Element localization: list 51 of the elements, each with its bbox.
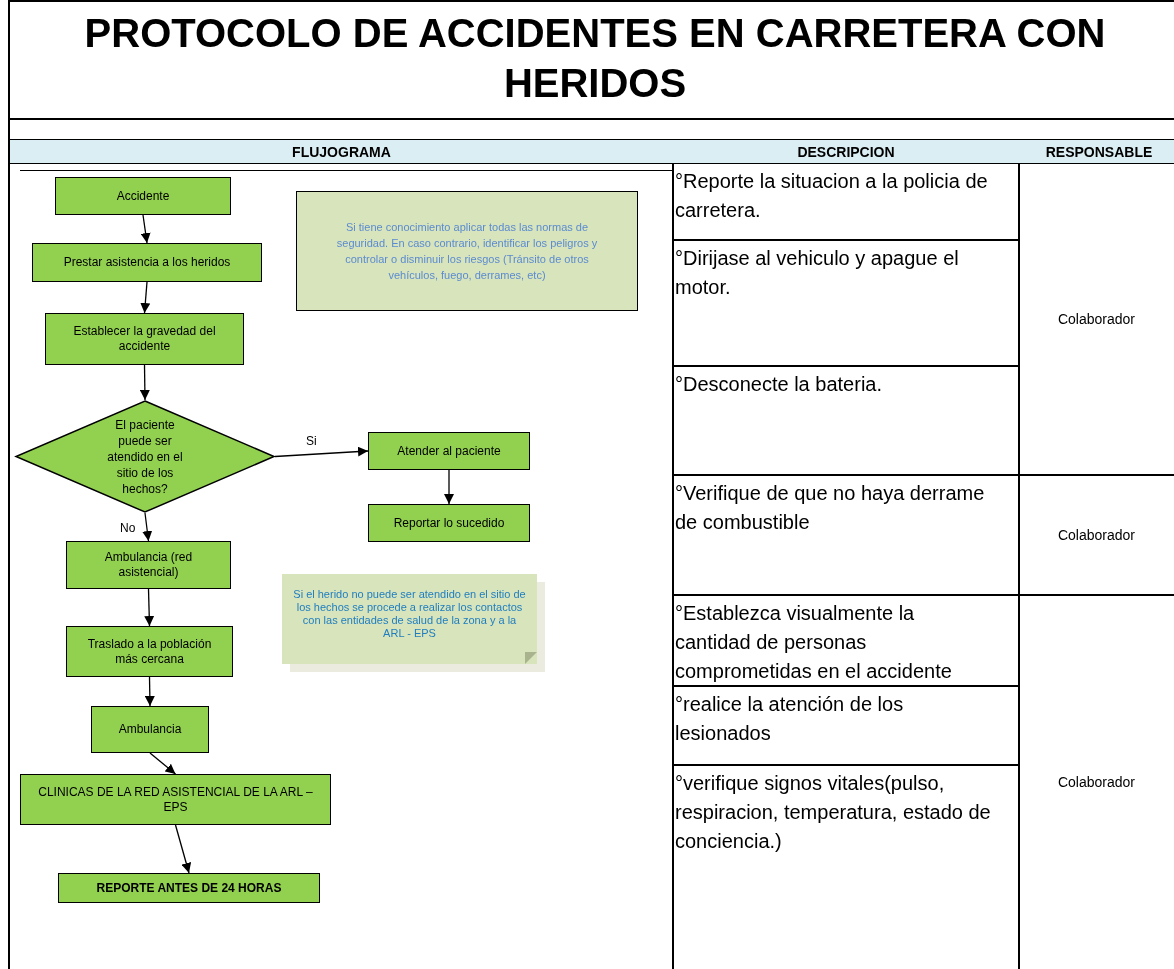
node-text: Si el herido no puede ser atendido en el sitio de los hechos se procede a realizar los contactos con las entidades de salud de la zona y a la ARL - EPS [292,588,527,640]
process-box [45,313,244,365]
node-text: Ambulancia (red asistencial) [103,550,194,580]
description-text: °Dirijase al vehiculo y apague el motor. [674,246,960,300]
column-header: RESPONSABLE [1019,140,1174,163]
process-box [66,541,231,589]
responsible-text: Colaborador [1056,526,1137,545]
column-header: FLUJOGRAMA [10,140,673,163]
description-text: °verifique signos vitales(pulso, respiracion, temperatura, estado de conciencia.) [674,771,992,854]
description-text: °realice la atención de los lesionados [674,692,905,746]
arrow [174,824,192,874]
node-text: CLINICAS DE LA RED ASISTENCIAL DE LA ARL – EPS [37,784,314,815]
edge-label: No [119,521,137,535]
arrow [144,588,155,627]
process-box [20,774,331,825]
node-text: Atender al paciente [397,443,501,459]
arrow [139,364,150,401]
process-box [91,706,209,753]
decision-diamond [15,400,275,513]
process-box [55,177,231,215]
node-text: REPORTE ANTES DE 24 HORAS [96,881,282,895]
arrow [149,752,177,775]
node-text: Traslado a la población más cercana [86,636,213,667]
process-box [66,626,233,677]
process-box [58,873,320,903]
arrow [274,446,369,458]
node-text: Prestar asistencia a los heridos [63,255,231,270]
node-text: Establecer la gravedad del accidente [72,324,217,354]
description-text: °Verifique de que no haya derrame de combustible [674,481,986,535]
arrow [444,469,454,505]
diagram-title: PROTOCOLO DE ACCIDENTES EN CARRETERA CON HERIDOS [83,10,1107,107]
arrow [144,676,155,707]
responsible-text: Colaborador [1056,310,1137,329]
description-text: °Desconecte la bateria. [674,372,883,397]
note-box [296,191,638,311]
arrow [140,214,151,244]
node-text: El paciente puede ser atendido en el sitio de los hechos? [106,416,184,497]
node-text: Accidente [116,188,170,204]
description-text: °Reporte la situacion a la policia de carretera. [674,169,989,223]
process-box [368,432,530,470]
responsible-text: Colaborador [1056,773,1137,792]
process-box [368,504,530,542]
column-header: DESCRIPCION [673,140,1019,163]
description-text: °Establezca visualmente la cantidad de personas comprometidas en el accidente [674,601,953,684]
node-text: Si tiene conocimiento aplicar todas las normas de seguridad. En caso contrario, identificar los peligros y controlar o disminuir los riesgos (Tránsito de otros vehículos, fuego, derrames, etc) [335,220,599,283]
arrow [140,281,151,314]
edge-label: Si [305,433,318,448]
process-box [32,243,262,282]
node-text: Reportar lo sucedido [393,515,505,531]
node-text: Ambulancia [118,722,182,737]
arrow [142,512,153,542]
